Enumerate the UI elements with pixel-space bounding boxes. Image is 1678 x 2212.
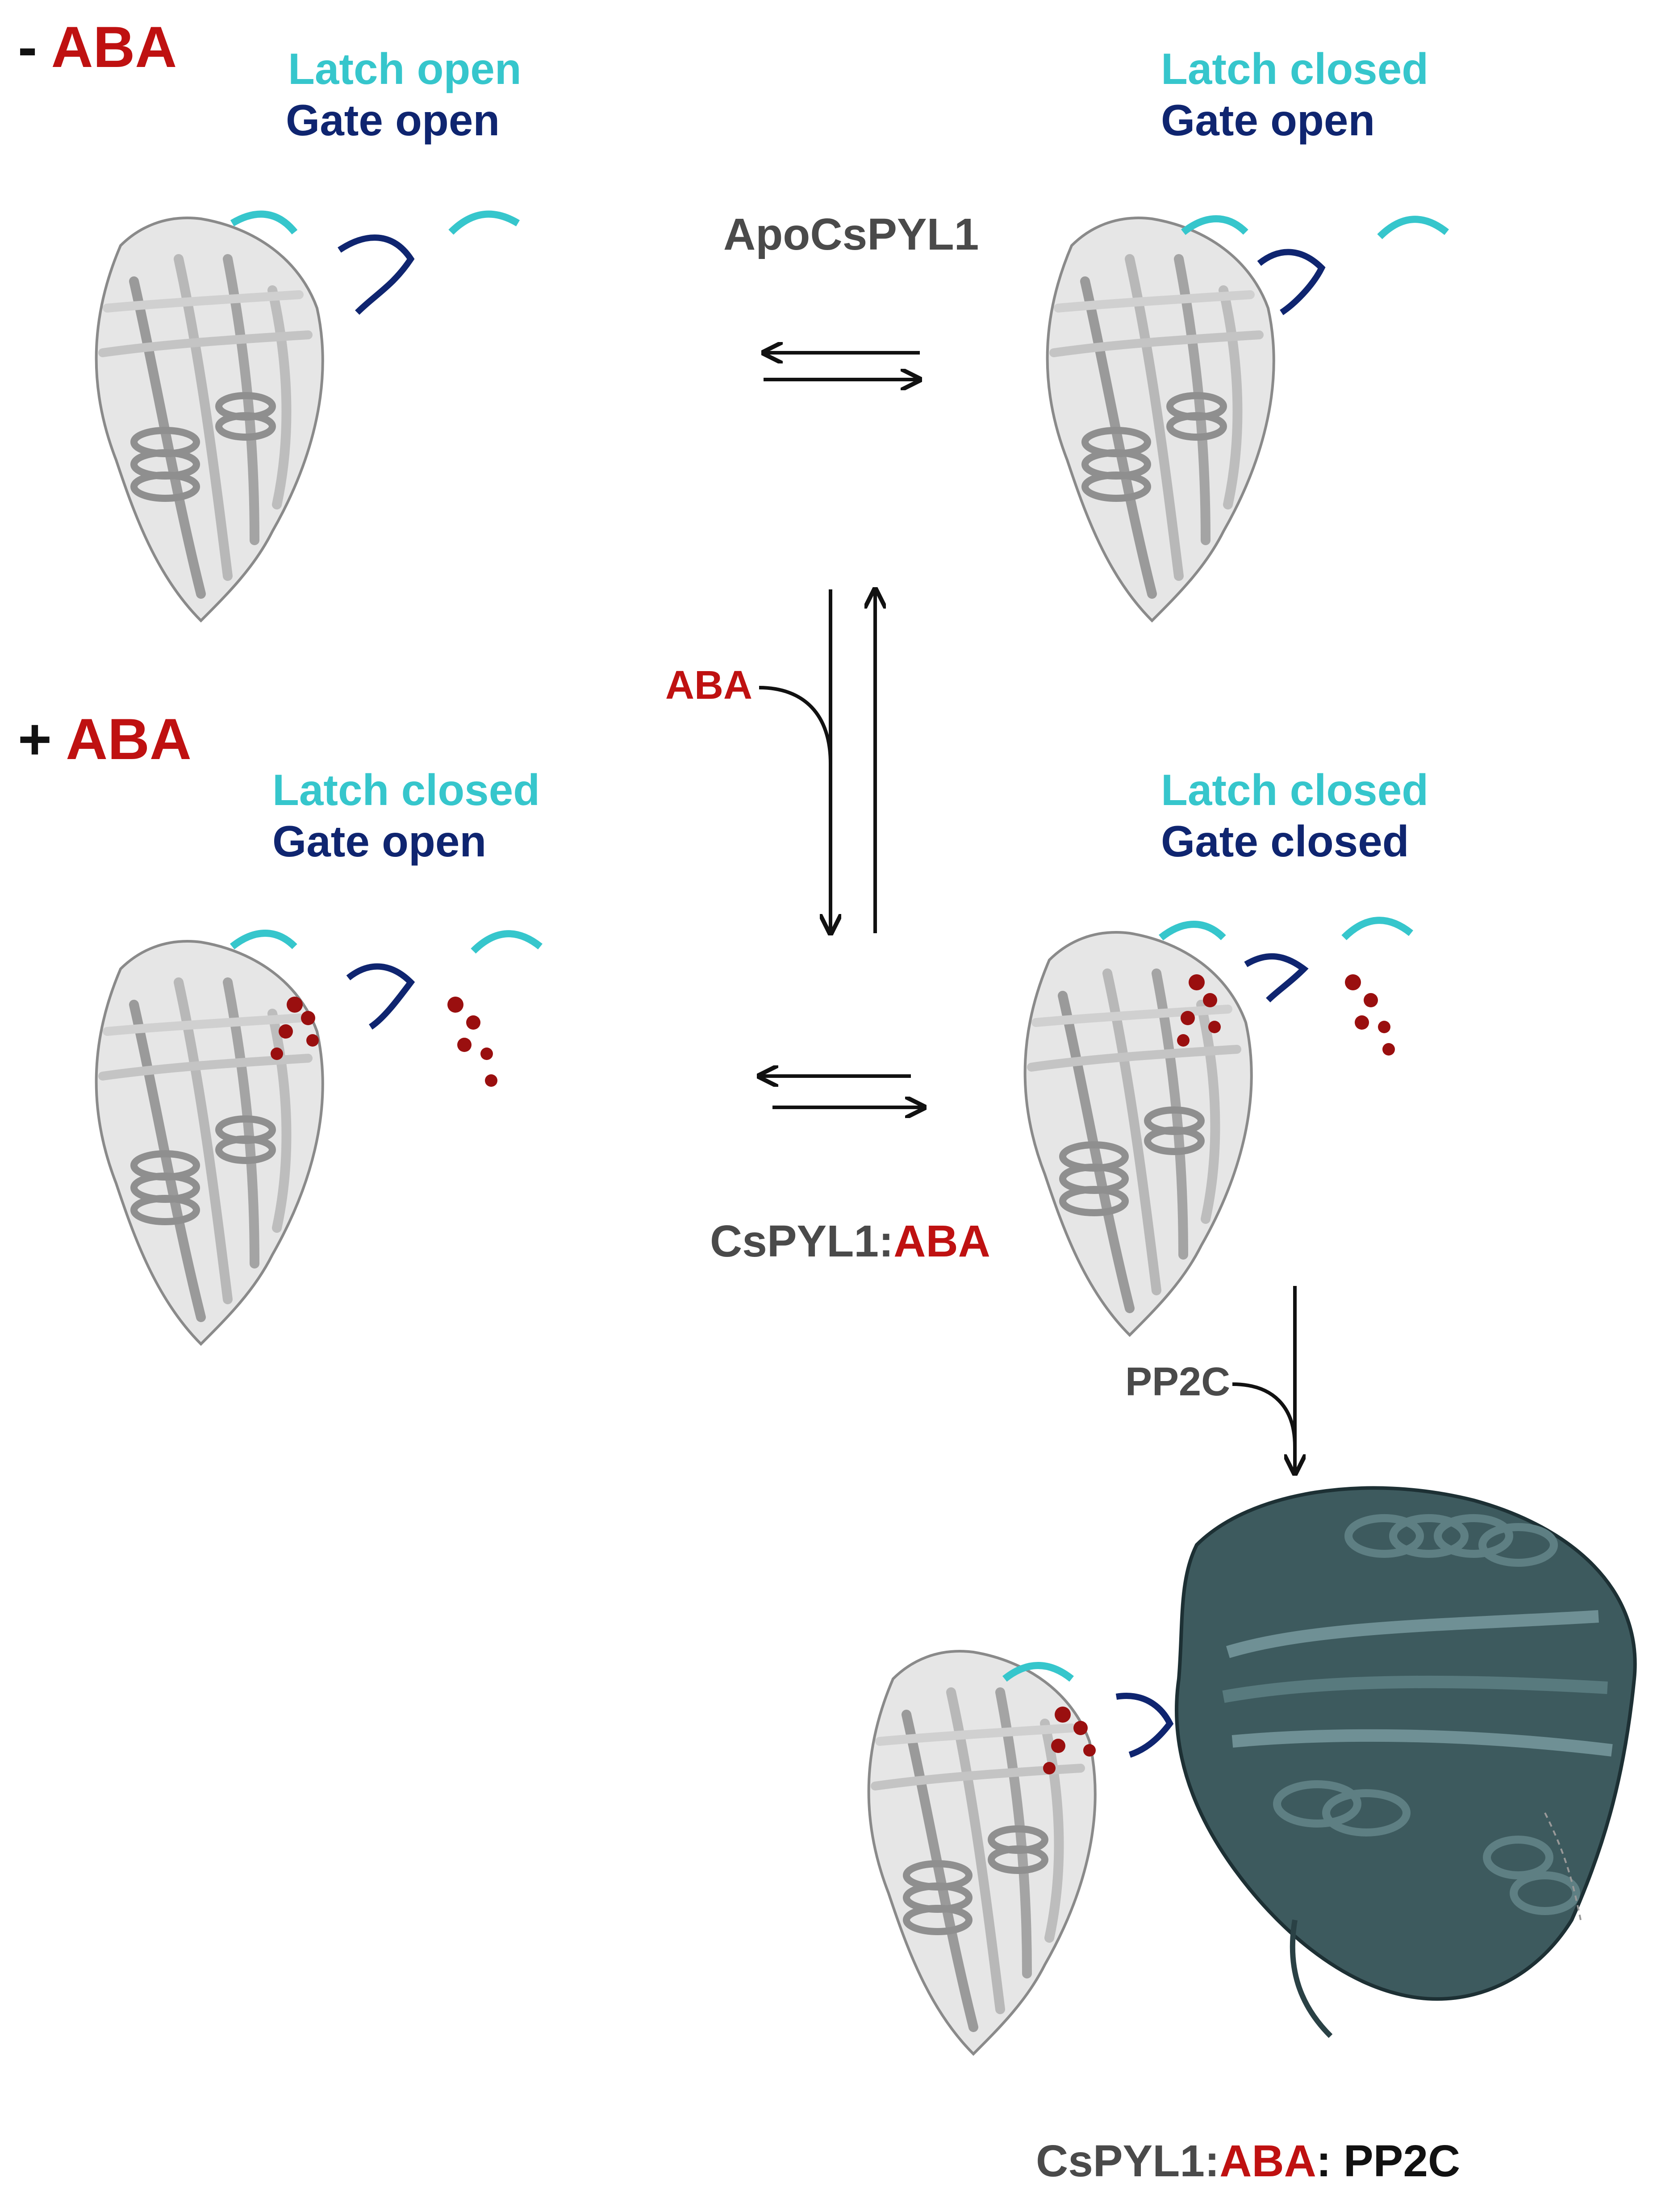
equilibrium-arrows bbox=[759, 353, 1295, 1473]
condition-plus-aba: + ABA bbox=[18, 710, 192, 768]
ternary-partner-text: PP2C bbox=[1331, 2136, 1461, 2186]
ternary-ligand-text: ABA bbox=[1219, 2136, 1316, 2186]
state3-latch-label: Latch closed bbox=[272, 765, 540, 814]
aba-label: ABA bbox=[66, 706, 192, 772]
state2-latch-label: Latch closed bbox=[1161, 44, 1429, 93]
protein-structure-holo-gate-closed bbox=[0, 917, 1413, 1335]
aba-ligand-icon bbox=[271, 997, 497, 1087]
apo-complex-label: ApoCsPYL1 bbox=[723, 209, 979, 259]
protein-structure-ternary-complex bbox=[869, 1486, 1637, 2054]
state2-gate-label: Gate open bbox=[1161, 96, 1375, 145]
holo-ligand-text: ABA bbox=[893, 1216, 990, 1266]
state1-gate-label: Gate open bbox=[286, 96, 500, 145]
protein-structure-apo-closed bbox=[0, 218, 1449, 621]
aba-label: ABA bbox=[51, 14, 177, 79]
ternary-protein-text: CsPYL1: bbox=[1036, 2136, 1220, 2186]
state4-latch-label: Latch closed bbox=[1161, 765, 1429, 814]
state4-gate-label: Gate closed bbox=[1161, 817, 1409, 866]
protein-structure-holo-gate-open bbox=[0, 930, 543, 1344]
holo-protein-text: CsPYL1: bbox=[710, 1216, 894, 1266]
pp2c-structure bbox=[1175, 1486, 1637, 2038]
minus-sign: - bbox=[18, 14, 38, 79]
protein-structure-apo-open bbox=[0, 210, 520, 621]
aba-ligand-icon bbox=[1043, 1707, 1096, 1774]
ternary-sep-text: : bbox=[1316, 2136, 1332, 2186]
pp2c-arrow-label: PP2C bbox=[1125, 1360, 1231, 1404]
state3-gate-label: Gate open bbox=[272, 817, 487, 866]
ternary-complex-label: CsPYL1:ABA: PP2C bbox=[1036, 2139, 1460, 2183]
aba-ligand-icon bbox=[1177, 974, 1395, 1056]
aba-arrow-label: ABA bbox=[665, 663, 752, 708]
state1-latch-label: Latch open bbox=[288, 44, 522, 93]
condition-minus-aba: - ABA bbox=[18, 18, 177, 76]
plus-sign: + bbox=[18, 706, 52, 772]
holo-complex-label: CsPYL1:ABA bbox=[710, 1219, 990, 1264]
